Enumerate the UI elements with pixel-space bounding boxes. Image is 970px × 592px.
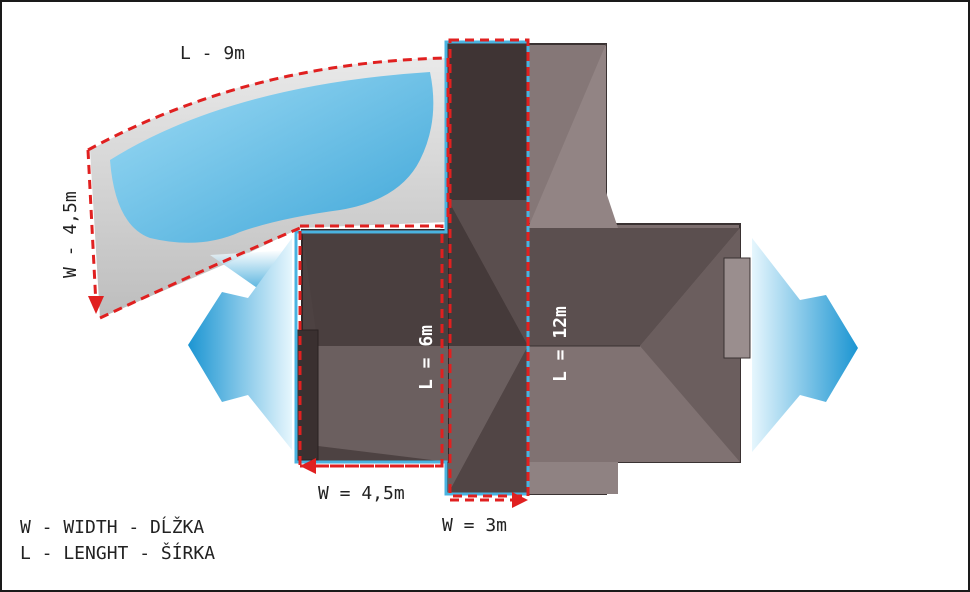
center-width-label: W = 3m bbox=[442, 515, 507, 536]
left-flow-arrow-icon bbox=[188, 238, 292, 450]
left-width-label: W = 4,5m bbox=[318, 483, 405, 504]
roof-section-center bbox=[447, 43, 529, 495]
right-flow-arrow-icon bbox=[752, 238, 858, 452]
pool-length-label: L - 9m bbox=[180, 43, 245, 64]
roof-right-length-label: L = 12m bbox=[550, 306, 571, 382]
pool-width-label: W - 4,5m bbox=[60, 191, 81, 278]
pool-width-arrow-icon bbox=[88, 296, 104, 314]
left-width-arrow-icon bbox=[300, 458, 316, 474]
center-section-measure bbox=[448, 38, 530, 498]
legend-length: L - LENGHT - ŠÍRKA bbox=[20, 542, 215, 564]
pool-water bbox=[110, 72, 434, 243]
legend-width: W - WIDTH - DĹŽKA bbox=[20, 516, 204, 538]
roof-left-length-label: L = 6m bbox=[416, 325, 437, 390]
center-width-arrow-icon bbox=[512, 492, 528, 508]
pool-width-measure bbox=[86, 149, 98, 306]
roof-section-right bbox=[527, 43, 751, 495]
pool-length-measure bbox=[87, 56, 449, 152]
pool-diagonal-measure bbox=[99, 226, 301, 320]
